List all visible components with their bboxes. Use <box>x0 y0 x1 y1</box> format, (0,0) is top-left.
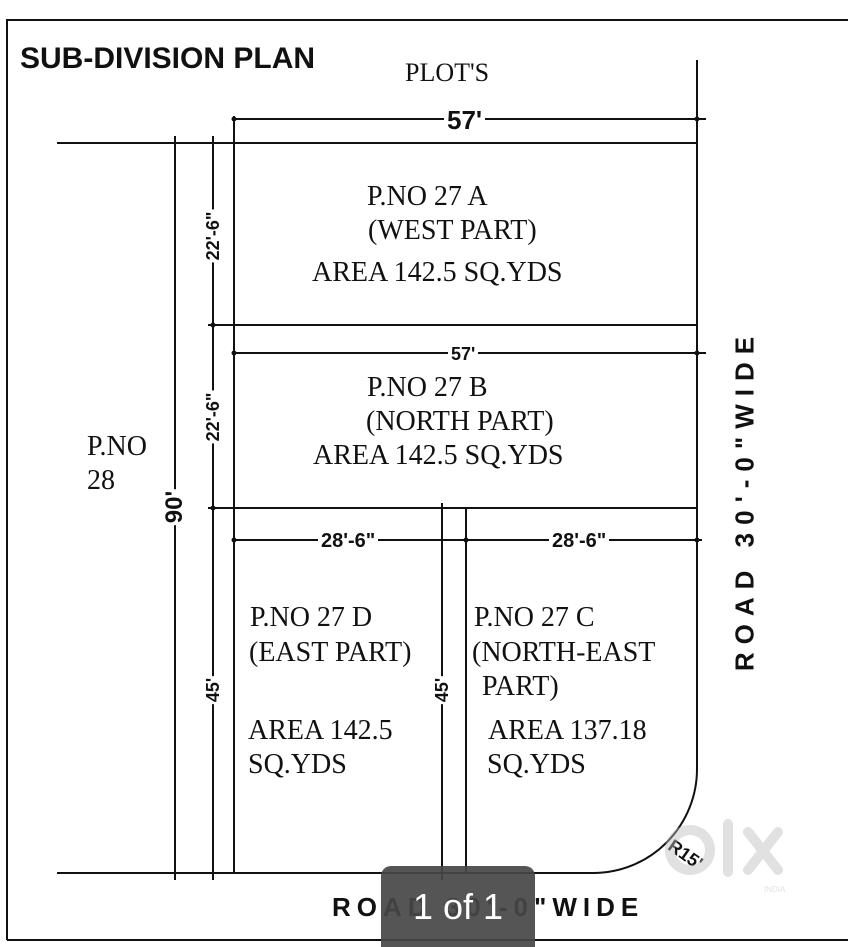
plan-subtitle: PLOT'S <box>405 58 490 87</box>
plot-27a-part: (WEST PART) <box>368 215 537 246</box>
drawing-lines <box>6 19 848 941</box>
dimension-half-right: 28'-6" <box>549 530 610 552</box>
road-label-east: ROAD 30'-0"WIDE <box>729 328 760 672</box>
watermark-letter-x <box>743 827 783 875</box>
dimension-depth-c: 45' <box>432 675 452 705</box>
dim-tick-dot <box>694 537 700 543</box>
olx-watermark-logo: INDIA <box>665 819 786 894</box>
page-counter-badge: 1 of 1 <box>381 866 535 947</box>
dimension-top-width: 57' <box>444 106 486 134</box>
plot-27c-area-line2: SQ.YDS <box>487 749 586 780</box>
plot-27c-area-line1: AREA 137.18 <box>488 715 647 746</box>
neighbor-plot-label-line1: P.NO <box>87 431 147 462</box>
dimension-mid-width: 57' <box>448 343 479 365</box>
dim-tick-dot <box>694 350 700 356</box>
dim-tick-dot <box>231 116 237 122</box>
plot-27d-part: (EAST PART) <box>249 637 412 668</box>
page-counter-text: 1 of 1 <box>412 885 504 927</box>
plot-27c-name: P.NO 27 C <box>474 602 595 633</box>
plot-27b-area: AREA 142.5 SQ.YDS <box>313 440 564 471</box>
plot-27a-name: P.NO 27 A <box>367 181 488 212</box>
dimension-depth-d: 45' <box>203 675 223 705</box>
neighbor-plot-label-line2: 28 <box>87 465 115 496</box>
plot-27c-part-line1: (NORTH-EAST <box>472 637 656 668</box>
dimension-half-left: 28'-6" <box>318 530 379 552</box>
plot-27b-part: (NORTH PART) <box>366 406 554 437</box>
dimension-depth-a: 22'-6" <box>203 209 223 263</box>
dim-tick-dot <box>210 505 216 511</box>
dim-tick-dot <box>694 116 700 122</box>
plan-title: SUB-DIVISION PLAN <box>20 42 316 75</box>
dim-tick-dot <box>463 537 469 543</box>
dim-tick-dot <box>231 350 237 356</box>
dimension-depth-b: 22'-6" <box>203 390 223 444</box>
watermark-region: INDIA <box>764 885 786 894</box>
dimension-ticks <box>210 116 700 543</box>
dim-tick-dot <box>210 322 216 328</box>
corner-curve <box>592 768 698 874</box>
plot-27d-area-line2: SQ.YDS <box>248 749 347 780</box>
plot-27c-part-line2: PART) <box>482 671 559 702</box>
plot-27d-name: P.NO 27 D <box>250 602 373 633</box>
plot-27b-name: P.NO 27 B <box>367 372 488 403</box>
plot-27a-area: AREA 142.5 SQ.YDS <box>312 257 563 288</box>
watermark-letter-o <box>665 825 715 875</box>
watermark-letter-x <box>743 827 783 875</box>
dim-tick-dot <box>231 537 237 543</box>
plot-27d-area-line1: AREA 142.5 <box>248 715 393 746</box>
dimension-depth-total: 90' <box>161 488 188 526</box>
